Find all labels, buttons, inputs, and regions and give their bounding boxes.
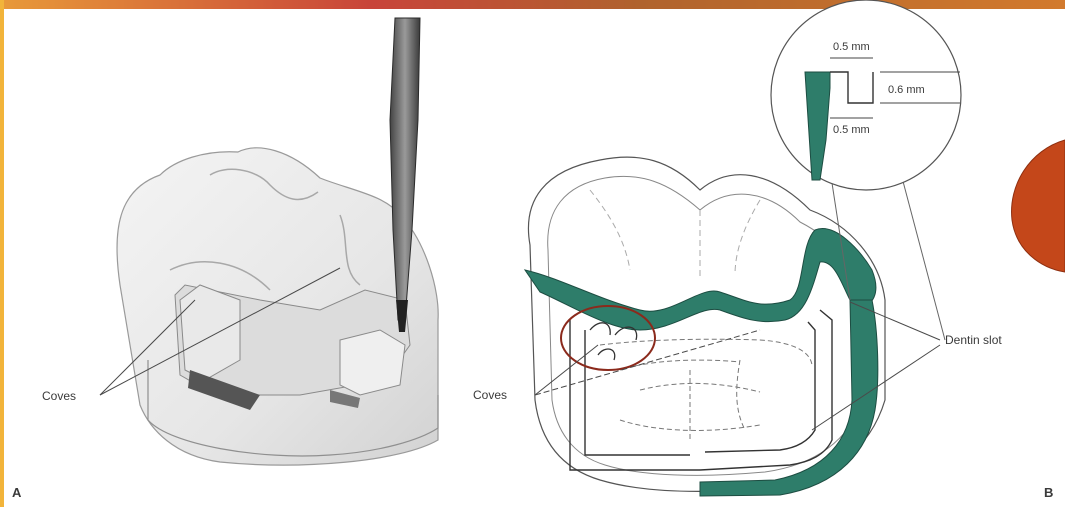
panel-b-label: B [1044,485,1053,500]
dentin-slot-label: Dentin slot [945,333,1002,347]
top-color-strip [0,0,1065,9]
dim-bottom-label: 0.5 mm [833,124,870,136]
tooth-a-box-right [340,330,405,395]
coves-label-b: Coves [473,388,507,402]
dim-depth-label: 0.6 mm [888,84,925,96]
panel-b-occlusal-outline: Coves Dentin slot 0.5 mm 0.6 mm 0.5 mm B [473,0,1053,500]
magnifier-circle [771,0,961,190]
magnifier-line-2 [900,170,945,340]
panel-a-tooth-illustration: Coves A [12,18,438,500]
dim-width-label: 0.5 mm [833,41,870,53]
coves-label-a: Coves [42,389,76,403]
orange-accent-shape [1012,140,1065,272]
panel-a-label: A [12,485,22,500]
magnified-detail: 0.5 mm 0.6 mm 0.5 mm [771,0,961,190]
left-border-strip [0,0,4,507]
